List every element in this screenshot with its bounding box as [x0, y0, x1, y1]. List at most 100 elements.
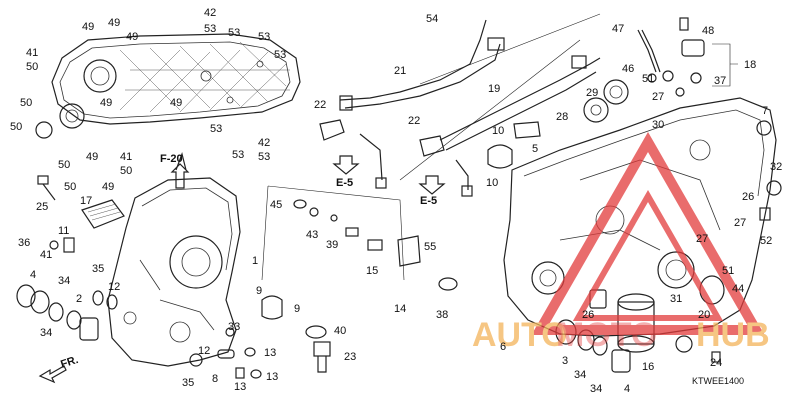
- callout-50: 50: [64, 181, 76, 193]
- watermark-triangle-icon: [531, 131, 765, 335]
- callout-16: 16: [642, 361, 654, 373]
- callout-10: 10: [492, 125, 504, 137]
- callout-53: 53: [258, 31, 270, 43]
- watermark-moto: MOTO: [556, 316, 657, 354]
- callout-35: 35: [182, 377, 194, 389]
- callout-30: 30: [652, 119, 664, 131]
- callout-49: 49: [102, 181, 114, 193]
- callout-36: 36: [18, 237, 30, 249]
- callout-26: 26: [582, 309, 594, 321]
- callout-17: 17: [80, 195, 92, 207]
- callout-19: 19: [488, 83, 500, 95]
- clamp-brackets: [319, 119, 445, 157]
- callout-44: 44: [732, 283, 744, 295]
- callout-4: 4: [624, 383, 630, 395]
- callout-42: 42: [258, 137, 270, 149]
- callout-49: 49: [170, 97, 182, 109]
- callout-33: 33: [228, 321, 240, 333]
- f20-arrow: [170, 163, 190, 189]
- callout-1: 1: [252, 255, 258, 267]
- callout-41: 41: [120, 151, 132, 163]
- callout-32: 32: [770, 161, 782, 173]
- callout-48: 48: [702, 25, 714, 37]
- left-seals: [16, 237, 118, 341]
- callout-5: 5: [532, 143, 538, 155]
- ref-e5-left: E-5: [336, 177, 353, 189]
- callout-46: 46: [622, 63, 634, 75]
- callout-45: 45: [270, 199, 282, 211]
- strainer-screen: [81, 199, 125, 229]
- diagram-code: KTWEE1400: [692, 376, 744, 386]
- callout-34: 34: [40, 327, 52, 339]
- bottom-center-parts: [189, 325, 331, 379]
- e5-arrows: [332, 155, 446, 195]
- callout-42: 42: [204, 7, 216, 19]
- small-parts-group: [261, 185, 458, 320]
- callout-50: 50: [20, 97, 32, 109]
- callout-25: 25: [36, 201, 48, 213]
- callout-49: 49: [126, 31, 138, 43]
- callout-53: 53: [274, 49, 286, 61]
- callout-52: 52: [760, 235, 772, 247]
- callout-50: 50: [120, 165, 132, 177]
- callout-53: 53: [258, 151, 270, 163]
- callout-29: 29: [586, 87, 598, 99]
- callout-7: 7: [762, 105, 768, 117]
- callout-53: 53: [204, 23, 216, 35]
- callout-22: 22: [408, 115, 420, 127]
- callout-35: 35: [92, 263, 104, 275]
- callout-39: 39: [326, 239, 338, 251]
- callout-8: 8: [212, 373, 218, 385]
- callout-20: 20: [698, 309, 710, 321]
- callout-9: 9: [294, 303, 300, 315]
- callout-40: 40: [334, 325, 346, 337]
- callout-50: 50: [58, 159, 70, 171]
- callout-27: 27: [652, 91, 664, 103]
- callout-38: 38: [436, 309, 448, 321]
- callout-49: 49: [82, 21, 94, 33]
- callout-27: 27: [734, 217, 746, 229]
- callout-43: 43: [306, 229, 318, 241]
- callout-26: 26: [742, 191, 754, 203]
- callout-4: 4: [30, 269, 36, 281]
- callout-53: 53: [228, 27, 240, 39]
- callout-13: 13: [266, 371, 278, 383]
- callout-12: 12: [198, 345, 210, 357]
- callout-23: 23: [344, 351, 356, 363]
- callout-2: 2: [76, 293, 82, 305]
- callout-34: 34: [574, 369, 586, 381]
- callout-10: 10: [486, 177, 498, 189]
- callout-54: 54: [426, 13, 438, 25]
- bolt-25: [37, 175, 56, 201]
- wire-harness: [339, 13, 601, 197]
- callout-49: 49: [100, 97, 112, 109]
- ref-f20: F-20: [160, 153, 183, 165]
- callout-49: 49: [108, 17, 120, 29]
- callout-50: 50: [10, 121, 22, 133]
- ref-front: FR.: [59, 354, 80, 371]
- callout-31: 31: [670, 293, 682, 305]
- callout-6: 6: [500, 341, 506, 353]
- front-direction-arrow: [38, 365, 67, 384]
- callout-27: 27: [696, 233, 708, 245]
- callout-41: 41: [26, 47, 38, 59]
- callout-11: 11: [58, 225, 69, 237]
- sensor-parts: [583, 17, 738, 123]
- watermark-auto: AUTO: [472, 316, 568, 354]
- right-crankcase: [503, 97, 782, 337]
- callout-53: 53: [232, 149, 244, 161]
- callout-18: 18: [744, 59, 756, 71]
- callout-51: 51: [722, 265, 734, 277]
- callout-34: 34: [590, 383, 602, 395]
- callout-9: 9: [256, 285, 262, 297]
- callout-14: 14: [394, 303, 406, 315]
- callout-24: 24: [710, 357, 722, 369]
- callout-47: 47: [612, 23, 624, 35]
- crankcase-cover: [35, 33, 301, 139]
- callout-15: 15: [366, 265, 378, 277]
- callout-53: 53: [210, 123, 222, 135]
- callout-37: 37: [714, 75, 726, 87]
